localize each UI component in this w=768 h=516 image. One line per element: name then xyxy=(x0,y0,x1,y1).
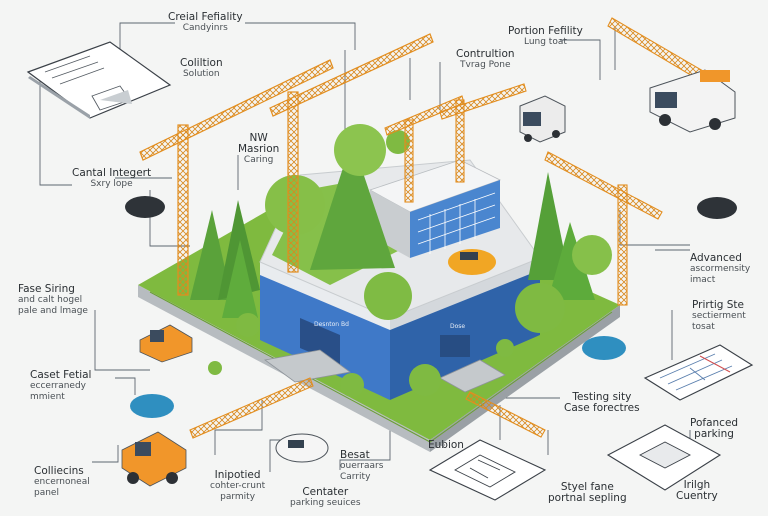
label-styel: Styel fane portnal sepling xyxy=(548,481,627,504)
label-caset-fetial: Caset Fetial eccerranedy mmient xyxy=(30,369,92,403)
label-nw-masrion: NW Masrion Caring xyxy=(238,132,280,166)
document-icon xyxy=(26,41,172,119)
label-colliecins: Colliecins encernoneal panel xyxy=(34,465,90,499)
floor-plan-icon xyxy=(428,439,547,501)
excavator-icon xyxy=(121,324,193,487)
map-panel-icon xyxy=(643,344,754,401)
label-top-center: Creial Fefiality Candyinrs xyxy=(168,11,243,34)
label-advanced: Advanced ascormensity imact xyxy=(690,252,751,286)
label-eubion: Eubion xyxy=(428,439,464,451)
car-icon xyxy=(125,196,737,463)
label-testing: Testing sity Case forectres xyxy=(564,391,640,414)
label-top-left: Coliltion Solution xyxy=(180,57,223,80)
truck-icon xyxy=(649,69,736,133)
crane-icon xyxy=(139,17,723,439)
building-sign-front: Desnton Bd xyxy=(314,321,349,328)
building-sign-side: Dose xyxy=(450,323,466,330)
van-icon xyxy=(519,95,566,143)
label-prirtig: Prirtig Ste sectierment tosat xyxy=(692,299,746,333)
label-centater: Centater parking seuices xyxy=(290,486,361,509)
parking-plan-icon xyxy=(606,424,722,491)
label-inipotied: Inipotied cohter-crunt parmity xyxy=(210,469,266,503)
label-irilgh: Irilgh Cuentry xyxy=(676,479,718,502)
label-contruction: Contrultion Tvrag Pone xyxy=(456,48,515,71)
label-top-right: Portion Fefility Lung toat xyxy=(508,25,583,48)
tree-icon xyxy=(190,124,612,397)
label-fase-sring: Fase Siring and calt hogel pale and lmag… xyxy=(18,283,88,317)
label-besat: Besat ouerraars Carrity xyxy=(340,449,384,483)
label-pofanced: Pofanced parking xyxy=(690,417,739,440)
label-cantal: Cantal Integert Sxry lope xyxy=(72,167,152,190)
